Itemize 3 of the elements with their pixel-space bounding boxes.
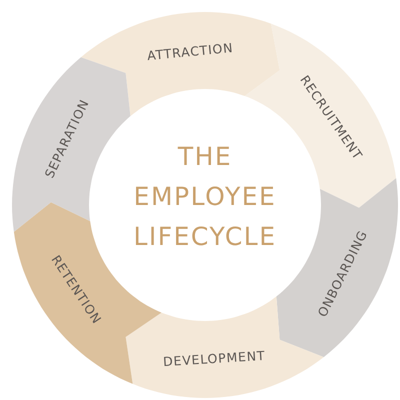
segment-label: DEVELOPMENT [163, 348, 266, 370]
center-label: THE EMPLOYEE LIFECYCLE [132, 141, 278, 253]
segment-label: ATTRACTION [146, 40, 234, 64]
